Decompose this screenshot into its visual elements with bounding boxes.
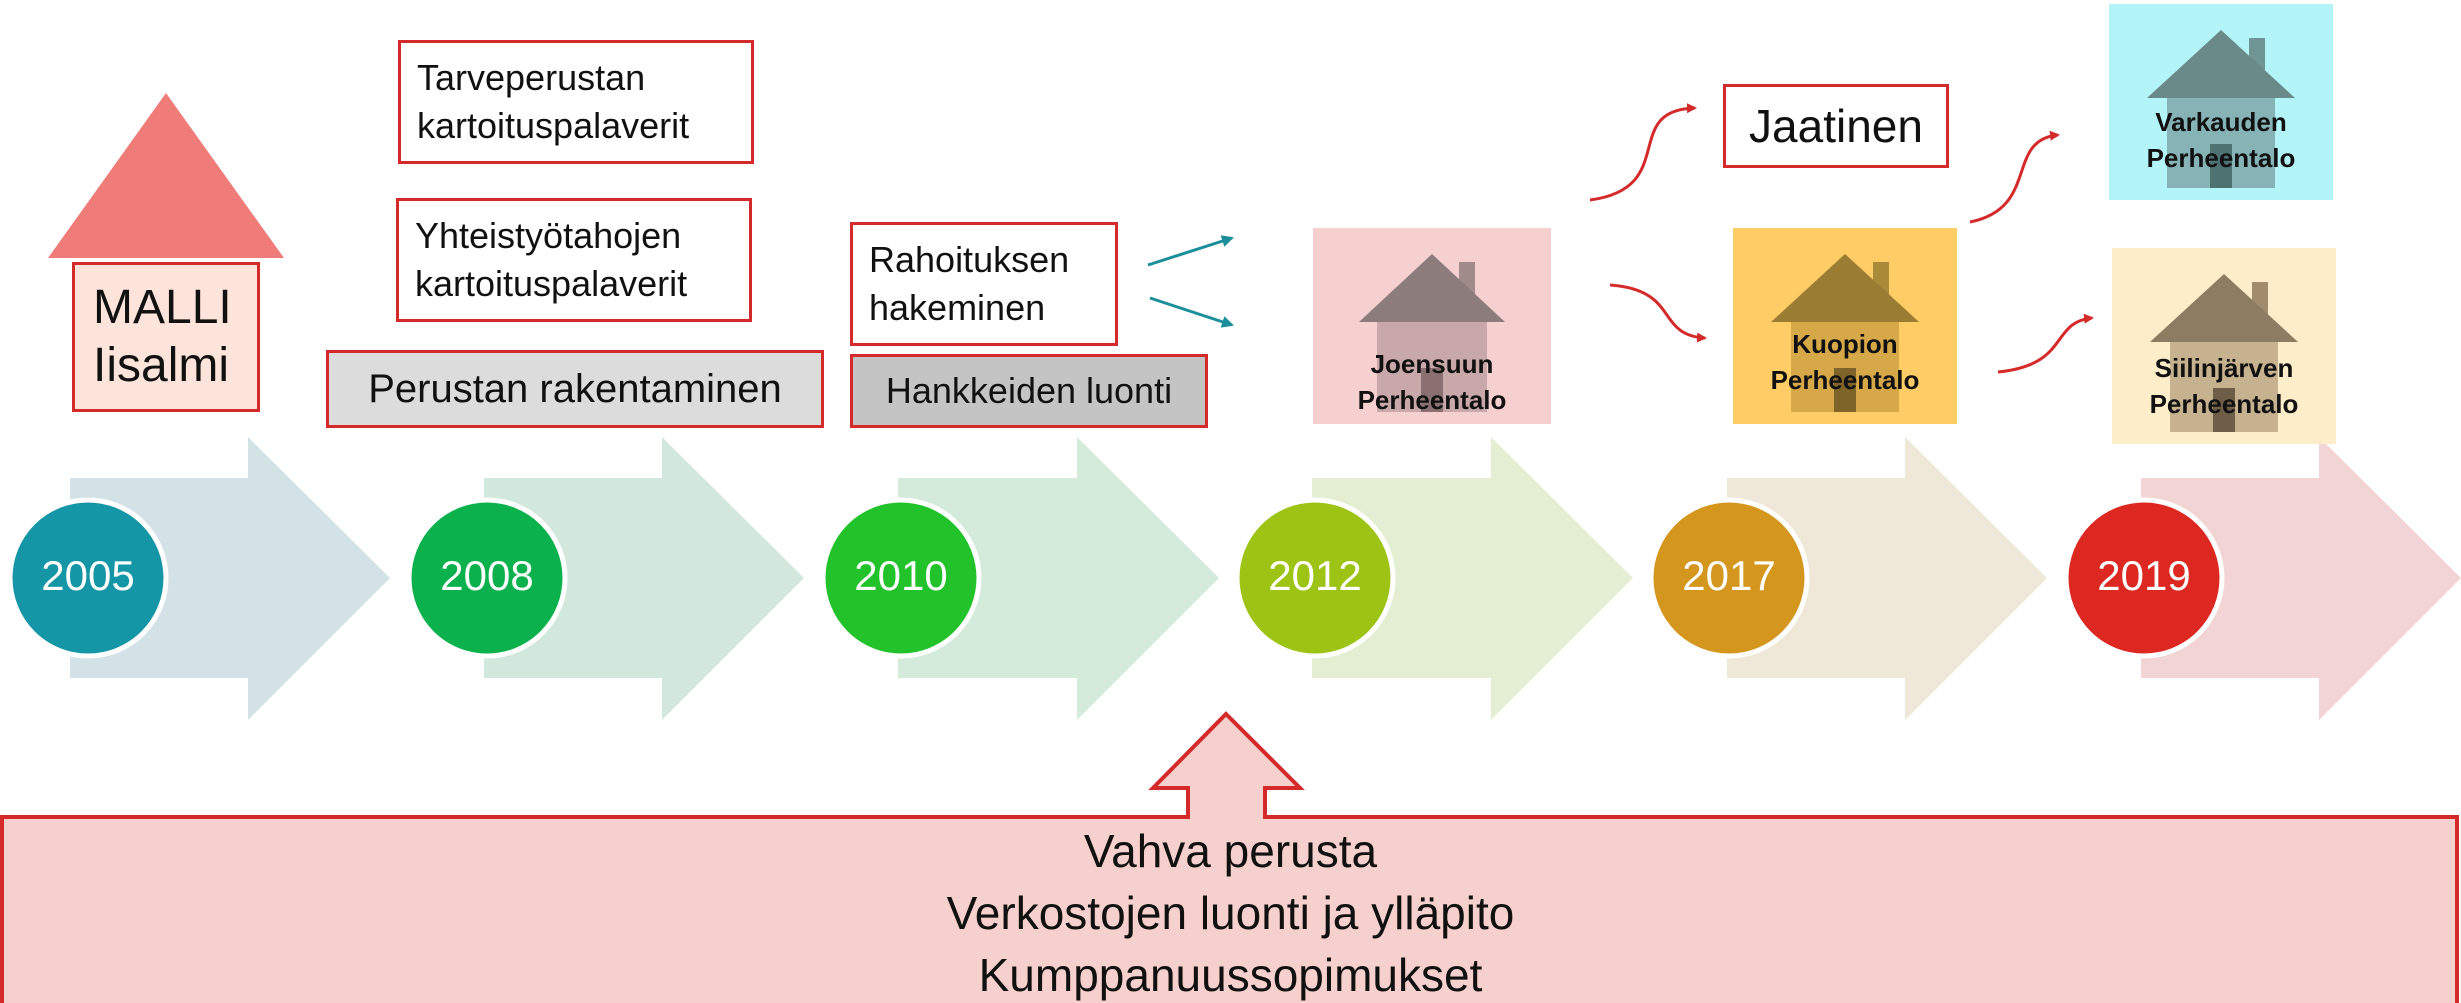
- bottom-arrow-joint: [1190, 812, 1263, 822]
- house-label-kuopio: Kuopion Perheentalo: [1770, 329, 1920, 396]
- bottom-up-arrow: [1148, 711, 1305, 824]
- bottom-line-verkostojen: Verkostojen luonti ja ylläpito: [946, 887, 1515, 939]
- year-circle-2008: [406, 497, 568, 659]
- bottom-line-kumppanuus: Kumppanuussopimukset: [978, 949, 1483, 1001]
- timeline-arrow-2008: [484, 437, 804, 720]
- timeline-arrow-2019: [2141, 437, 2461, 720]
- house-tile-joensuu: [1313, 228, 1551, 424]
- year-label-2008: 2008: [440, 552, 534, 599]
- model-iisalmi-box: MALLI Iisalmi: [72, 262, 260, 412]
- house-icon: [1359, 254, 1505, 412]
- timeline-arrows: [70, 437, 2461, 720]
- bottom-line-vahva-perusta: Vahva perusta: [1083, 825, 1378, 877]
- year-label-2019: 2019: [2097, 552, 2191, 599]
- timeline-arrow-2012: [1312, 437, 1633, 720]
- note-yhteistyo: Yhteistyötahojen kartoituspalaverit: [396, 198, 752, 322]
- year-label-2010: 2010: [854, 552, 948, 599]
- year-label-2012: 2012: [1268, 552, 1362, 599]
- timeline-arrow-2017: [1727, 437, 2047, 720]
- house-tile-siilinjarvi: [2112, 248, 2336, 444]
- house-label-siilinjarvi: Siilinjärven Perheentalo: [2149, 353, 2299, 420]
- year-circle-2005: [7, 497, 169, 659]
- year-circles: [7, 497, 2225, 659]
- model-roof-triangle: [48, 93, 284, 258]
- note-jaatinen: Jaatinen: [1723, 84, 1949, 168]
- year-circle-2010: [820, 497, 982, 659]
- timeline-arrow-2010: [898, 437, 1219, 720]
- teal-arrow-up: [1147, 235, 1234, 267]
- note-perustan-rakentaminen: Perustan rakentaminen: [326, 350, 824, 428]
- year-circle-2012: [1234, 497, 1396, 659]
- note-rahoitus: Rahoituksen hakeminen: [850, 222, 1118, 346]
- house-label-varkaus: Varkauden Perheentalo: [2146, 107, 2296, 174]
- year-label-2017: 2017: [1682, 552, 1776, 599]
- teal-arrow-down: [1149, 296, 1234, 328]
- house-label-joensuu: Joensuun Perheentalo: [1357, 349, 1507, 416]
- year-circle-2017: [1648, 497, 1810, 659]
- curve-arrow-to-jaatinen: [1589, 103, 1697, 202]
- model-location: Iisalmi: [93, 339, 230, 392]
- house-tile-varkaus: [2109, 4, 2333, 200]
- curve-arrow-to-varkaus: [1969, 130, 2060, 224]
- house-icon: [2150, 274, 2298, 432]
- note-tarveperustan: Tarveperustan kartoituspalaverit: [398, 40, 754, 164]
- curve-arrow-to-siilinjarvi: [1997, 313, 2094, 374]
- model-label: MALLI: [93, 281, 232, 335]
- note-hankkeiden-luonti: Hankkeiden luonti: [850, 354, 1208, 428]
- year-label-2005: 2005: [41, 552, 135, 599]
- house-icon: [2147, 30, 2295, 188]
- year-circle-2019: [2063, 497, 2225, 659]
- timeline-arrow-2005: [70, 437, 390, 720]
- curve-arrow-to-kuopio: [1609, 283, 1707, 343]
- house-icon: [1771, 254, 1919, 412]
- house-tile-kuopio: [1733, 228, 1957, 424]
